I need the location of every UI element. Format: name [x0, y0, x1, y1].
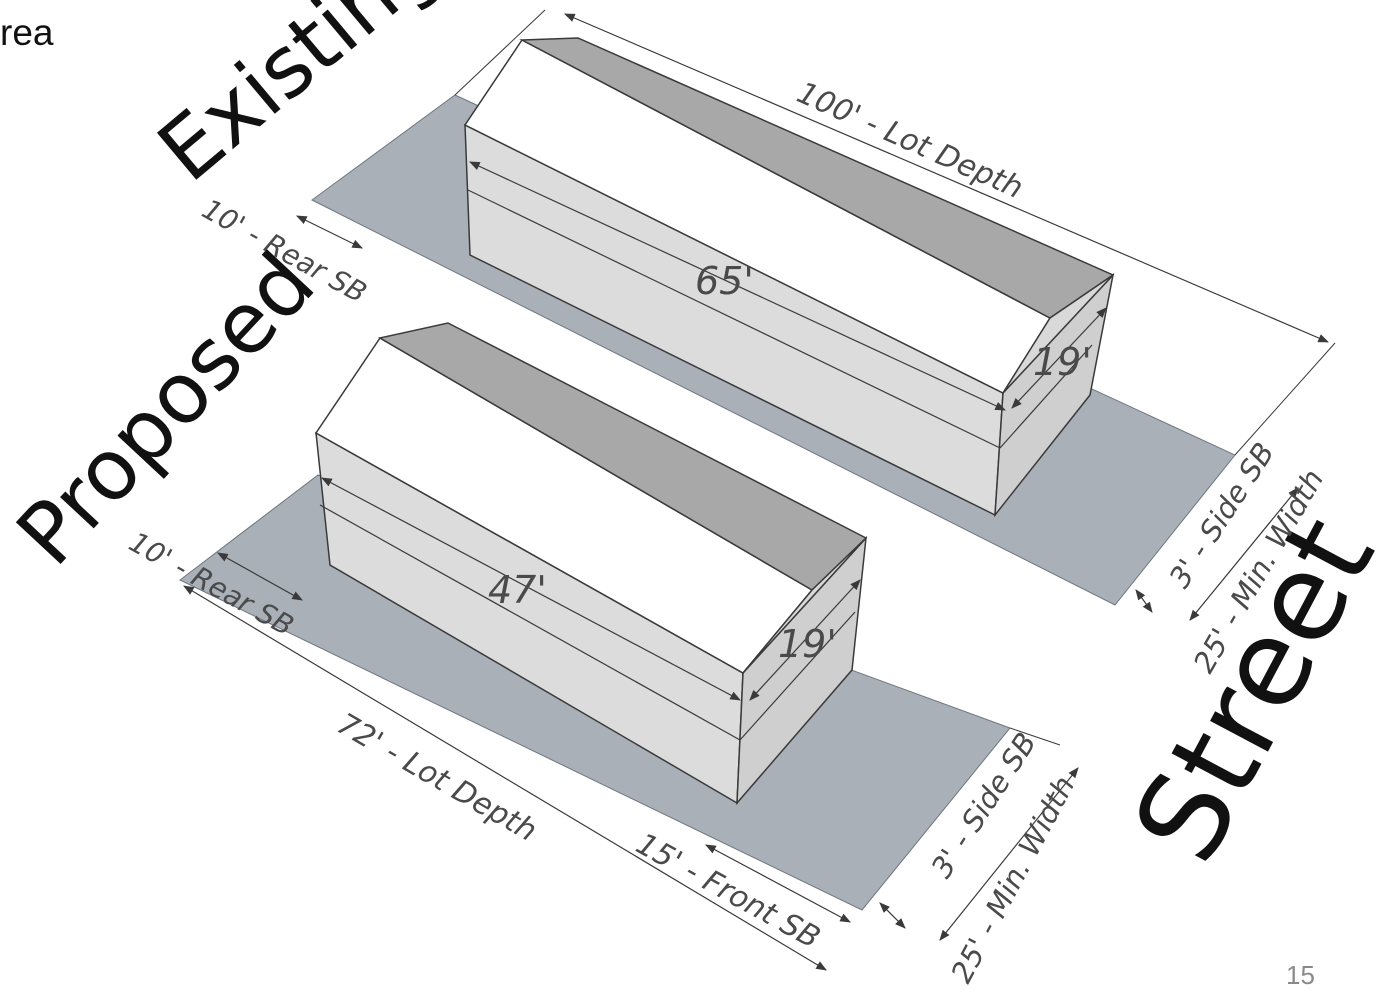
existing-lot-model — [296, 9, 1336, 621]
existing-height-label: 19' — [1033, 340, 1092, 384]
existing-side-sb-dim-line — [1135, 589, 1153, 613]
proposed-lot-model — [179, 322, 1079, 971]
existing-min-width-dim-line — [1189, 487, 1299, 621]
proposed-min-width-dim-line — [939, 767, 1079, 941]
existing-lot-depth-dim-line — [564, 13, 1329, 343]
page-number: 15 — [1286, 960, 1315, 990]
proposed-height-label: 19' — [778, 622, 837, 666]
proposed-front-sb-dim-line — [705, 844, 851, 923]
proposed-length-label: 47' — [488, 568, 547, 612]
existing-length-label: 65' — [695, 259, 754, 303]
slide-title-fragment: rea — [0, 12, 54, 53]
existing-rear-sb-dim-line — [296, 215, 363, 249]
proposed-side-sb-dim-line — [879, 902, 906, 929]
